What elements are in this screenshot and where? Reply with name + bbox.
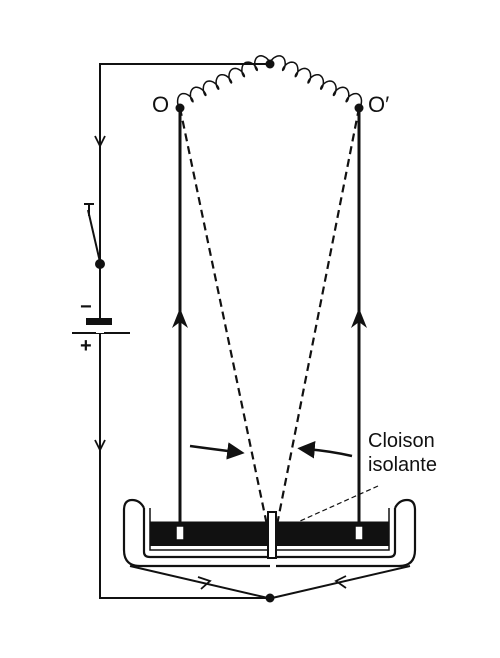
- arrow-bottom-left: [197, 576, 212, 590]
- circuit-wire: [99, 63, 270, 599]
- rod-left-arrow: [172, 308, 188, 328]
- arrow-down-upper: [94, 135, 106, 149]
- trough: [122, 498, 417, 568]
- current-direction-arrows: [94, 135, 106, 453]
- point-o-prime-label: O′: [368, 92, 389, 117]
- insulating-partition: [267, 511, 277, 559]
- spring-right: [269, 55, 363, 109]
- deflected-rods: [178, 107, 361, 531]
- bottom-wires: [129, 565, 411, 599]
- switch: [84, 203, 105, 269]
- bottom-junction: [265, 593, 275, 603]
- rod-current-arrows: [172, 308, 367, 328]
- deflected-rod-right: [274, 107, 361, 531]
- point-o-label: O: [152, 92, 169, 117]
- rod-right-tip: [354, 525, 364, 541]
- trough-rim-left: [122, 498, 270, 568]
- rod-right-arrow: [351, 308, 367, 328]
- rods: [178, 108, 361, 538]
- force-arrow-left: [189, 442, 245, 460]
- trough-rim-right: [276, 498, 417, 568]
- negative-pole-label: −: [80, 296, 92, 318]
- battery-negative-plate: [86, 318, 112, 325]
- bottom-wire-arrows: [197, 575, 347, 590]
- force-arrow-right: [297, 441, 353, 459]
- rod-left-tip: [175, 525, 185, 541]
- arrow-bottom-right: [334, 575, 347, 589]
- battery: [72, 318, 130, 334]
- positive-pole-label: +: [80, 335, 92, 357]
- partition-label-line2: isolante: [368, 454, 437, 476]
- spring-left: [176, 55, 271, 109]
- deflected-rod-left: [178, 107, 270, 531]
- arrow-down-lower: [94, 439, 106, 453]
- force-arrows: [189, 441, 353, 460]
- partition-label-line1: Cloison: [368, 430, 435, 452]
